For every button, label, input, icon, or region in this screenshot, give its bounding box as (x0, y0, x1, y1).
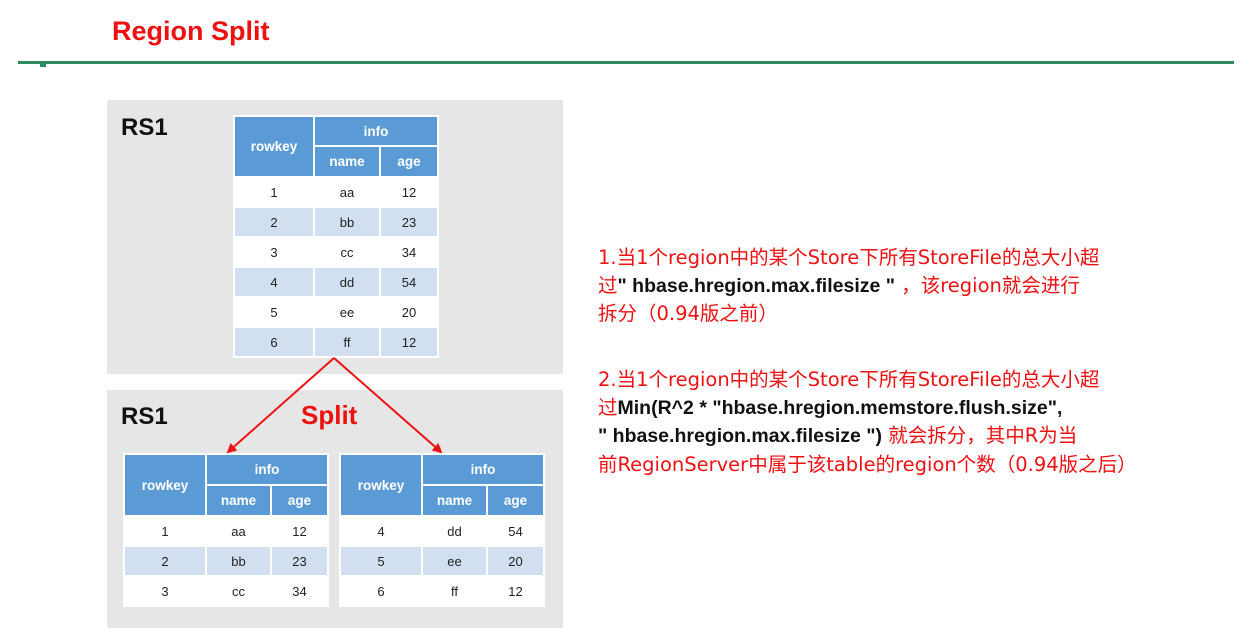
note-line: 过Min(R^2 * "hbase.hregion.memstore.flush… (598, 394, 1218, 423)
header-info: info (313, 115, 439, 147)
note-text: ，该region就会进行 (895, 273, 1080, 297)
cell-age: 12 (379, 326, 439, 358)
cell-rowkey: 1 (233, 176, 315, 208)
cell-rowkey: 5 (339, 545, 423, 577)
header-age: age (379, 145, 439, 178)
cell-name: bb (205, 545, 272, 577)
split-rule-note-1: 1.当1个region中的某个Store下所有StoreFile的总大小超 过"… (598, 244, 1218, 328)
config-key: " hbase.hregion.max.filesize " (617, 274, 896, 297)
cell-name: ff (421, 575, 488, 607)
region-server-label: RS1 (121, 403, 168, 430)
note-line: 1.当1个region中的某个Store下所有StoreFile的总大小超 (598, 246, 1100, 269)
header-name: name (205, 484, 272, 517)
note-line: " hbase.hregion.max.filesize ") 就会拆分，其中R… (598, 422, 1218, 451)
cell-name: dd (421, 515, 488, 547)
config-key: " hbase.hregion.max.filesize ") (598, 425, 882, 447)
header-info: info (205, 453, 329, 486)
header-age: age (270, 484, 329, 517)
note-line: 前RegionServer中属于该table的region个数（0.94版之后） (598, 452, 1137, 476)
cell-name: aa (205, 515, 272, 547)
cell-rowkey: 3 (233, 236, 315, 268)
cell-rowkey: 5 (233, 296, 315, 328)
title-rule-tick (40, 64, 46, 67)
cell-rowkey: 4 (339, 515, 423, 547)
cell-age: 23 (379, 206, 439, 238)
cell-age: 34 (270, 575, 329, 607)
region-server-label: RS1 (121, 114, 168, 141)
slide-title: Region Split (112, 16, 270, 46)
cell-name: ee (313, 296, 381, 328)
title-rule (18, 61, 1234, 64)
header-age: age (486, 484, 545, 517)
header-info: info (421, 453, 545, 486)
header-name: name (313, 145, 381, 178)
note-text: 过 (598, 395, 618, 419)
cell-name: cc (205, 575, 272, 607)
cell-name: bb (313, 206, 381, 238)
cell-age: 12 (486, 575, 545, 607)
split-rule-note-2: 2.当1个region中的某个Store下所有StoreFile的总大小超 过M… (598, 366, 1218, 478)
cell-name: aa (313, 176, 381, 208)
cell-rowkey: 1 (123, 515, 207, 547)
cell-age: 20 (379, 296, 439, 328)
note-line: 过" hbase.hregion.max.filesize " ，该region… (598, 272, 1218, 301)
cell-rowkey: 4 (233, 266, 315, 298)
note-text: 就会拆分，其中R为当 (882, 424, 1078, 447)
note-text: 过 (598, 273, 618, 297)
cell-name: ee (421, 545, 488, 577)
header-rowkey: rowkey (123, 453, 207, 517)
cell-rowkey: 2 (123, 545, 207, 577)
split-arrow-left (226, 357, 335, 454)
cell-rowkey: 3 (123, 575, 207, 607)
cell-name: ff (313, 326, 381, 358)
split-label: Split (301, 400, 358, 430)
cell-rowkey: 2 (233, 206, 315, 238)
cell-name: cc (313, 236, 381, 268)
note-line: 拆分（0.94版之前） (598, 302, 778, 325)
cell-age: 12 (270, 515, 329, 547)
cell-rowkey: 6 (339, 575, 423, 607)
cell-rowkey: 6 (233, 326, 315, 358)
cell-age: 34 (379, 236, 439, 268)
split-arrow-right (333, 357, 443, 454)
note-line: 2.当1个region中的某个Store下所有StoreFile的总大小超 (598, 368, 1100, 391)
header-rowkey: rowkey (233, 115, 315, 178)
cell-age: 12 (379, 176, 439, 208)
cell-age: 20 (486, 545, 545, 577)
config-formula: Min(R^2 * "hbase.hregion.memstore.flush.… (617, 396, 1063, 419)
cell-age: 23 (270, 545, 329, 577)
cell-name: dd (313, 266, 381, 298)
header-name: name (421, 484, 488, 517)
header-rowkey: rowkey (339, 453, 423, 517)
cell-age: 54 (486, 515, 545, 547)
cell-age: 54 (379, 266, 439, 298)
